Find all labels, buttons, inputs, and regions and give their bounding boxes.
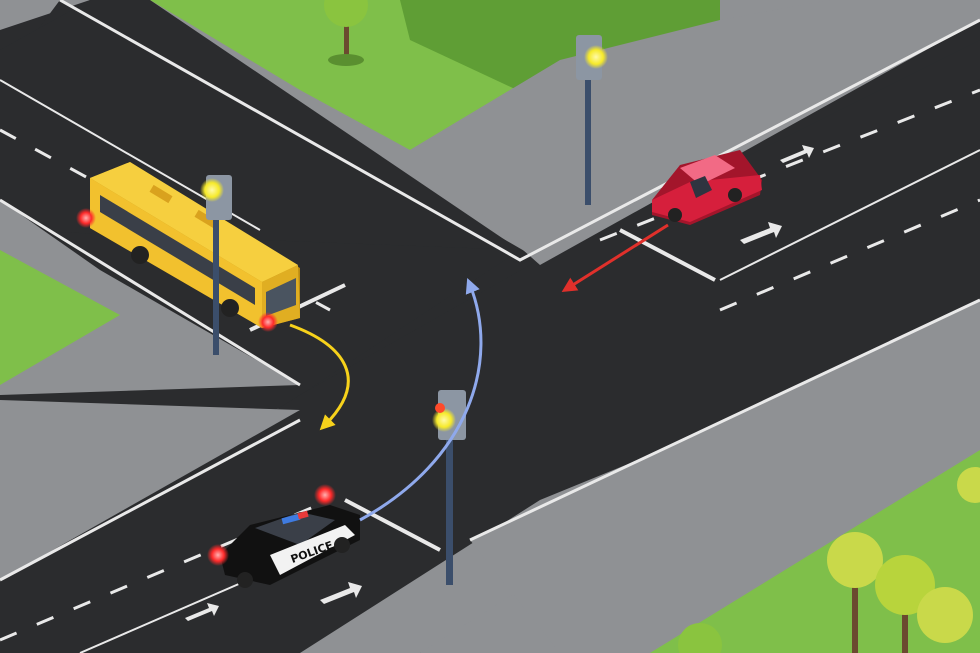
police-car-icon: POLICE — [207, 484, 360, 588]
sidewalk-ne — [410, 0, 980, 265]
edge-line-southeast — [469, 298, 980, 542]
grass-top-dark — [400, 0, 720, 110]
red-straight-arrow — [561, 223, 669, 292]
lane-dash-east-2 — [719, 198, 980, 312]
edge-line-west — [0, 198, 301, 387]
stop-line-east — [619, 228, 716, 282]
traffic-light-icon — [200, 175, 232, 355]
bus-icon — [76, 162, 300, 332]
yellow-turn-arrow — [289, 323, 350, 431]
edge-line-north — [59, 0, 980, 262]
edge-line-southwest — [0, 418, 301, 582]
blue-turn-arrow — [359, 278, 483, 522]
lane-solid-east — [719, 149, 980, 281]
stop-line-south — [344, 498, 441, 552]
tree-icon — [678, 467, 980, 653]
sidewalk-corner-sw — [0, 400, 300, 580]
lane-dash-east — [599, 88, 980, 242]
tree-icon — [324, 0, 368, 66]
sidewalk-corner-w — [0, 200, 300, 395]
traffic-light-icon — [576, 35, 608, 205]
sedan-icon — [652, 150, 762, 225]
grass-left-3 — [0, 250, 120, 385]
lane-arrow-icon — [185, 145, 814, 621]
